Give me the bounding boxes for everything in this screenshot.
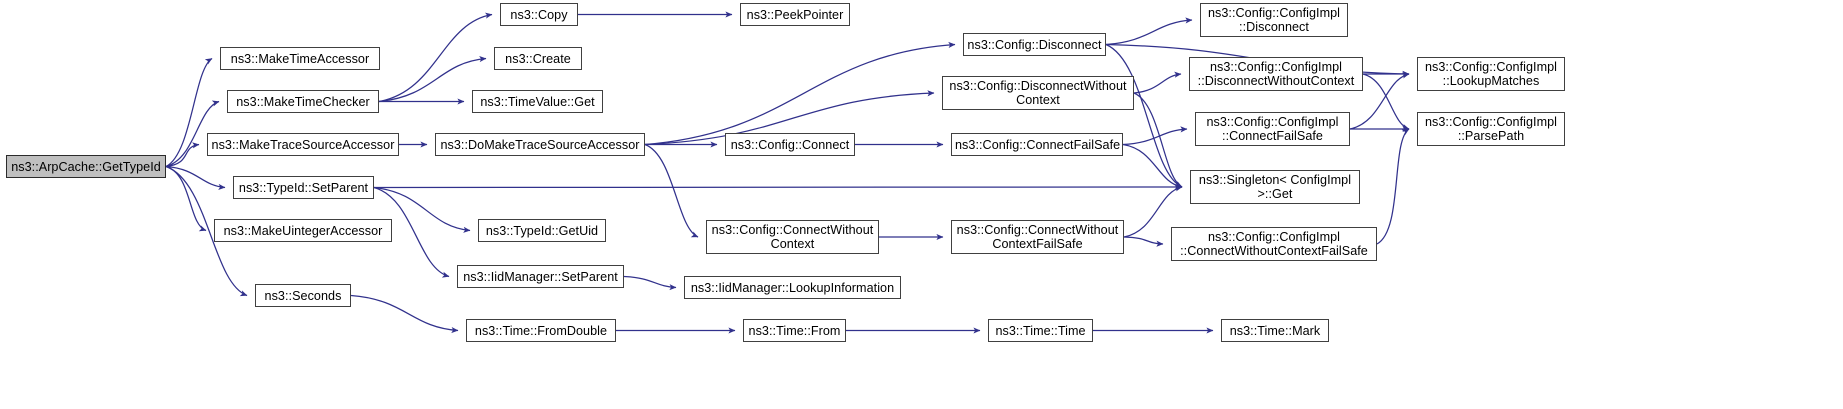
graph-node[interactable]: ns3::Config::ConfigImpl ::Disconnect (1200, 3, 1348, 37)
graph-edge (1105, 17, 1193, 46)
graph-edge (165, 165, 248, 297)
graph-node[interactable]: ns3::Config::ConnectWithout Context (706, 220, 879, 254)
graph-node-label: ns3::Config::Connect (730, 137, 850, 152)
graph-edge (1123, 236, 1164, 247)
graph-edge (1123, 185, 1183, 238)
graph-edge (373, 183, 1183, 191)
graph-node-label: ns3::MakeTraceSourceAccessor (211, 137, 395, 152)
graph-node[interactable]: ns3::Time::FromDouble (466, 319, 616, 342)
graph-node-label: ns3::Copy (510, 7, 568, 22)
graph-node-label: ns3::IidManager::LookupInformation (690, 280, 895, 295)
graph-edge (378, 12, 493, 103)
graph-edge (165, 165, 207, 232)
graph-node[interactable]: ns3::Config::Disconnect (963, 33, 1106, 56)
graph-node-label: ns3::Time::Time (995, 323, 1086, 338)
graph-node-label: ns3::TypeId::SetParent (238, 180, 369, 195)
graph-edge (644, 41, 956, 146)
graph-node-label: ns3::Config::DisconnectWithout Context (949, 79, 1127, 107)
graph-node-label: ns3::Config::ConnectWithout Context (711, 223, 874, 251)
graph-edge (373, 186, 471, 233)
graph-edge (350, 294, 459, 334)
graph-node[interactable]: ns3::Config::ConnectWithout ContextFailS… (951, 220, 1124, 254)
graph-node-label: ns3::Config::ConnectFailSafe (955, 137, 1121, 152)
graph-node-label: ns3::MakeTimeChecker (236, 94, 370, 109)
graph-node-label: ns3::MakeTimeAccessor (230, 51, 370, 66)
graph-node[interactable]: ns3::Copy (500, 3, 578, 26)
graph-node[interactable]: ns3::Config::ConfigImpl ::ConnectWithout… (1171, 227, 1377, 261)
graph-node-label: ns3::Config::ConfigImpl ::ConnectWithout… (1180, 230, 1368, 258)
graph-node[interactable]: ns3::Config::DisconnectWithout Context (942, 76, 1134, 110)
graph-node[interactable]: ns3::ArpCache::GetTypeId (6, 155, 166, 178)
graph-node[interactable]: ns3::MakeTimeAccessor (220, 47, 380, 70)
graph-node-label: ns3::Singleton< ConfigImpl >::Get (1198, 173, 1352, 201)
graph-node[interactable]: ns3::MakeTimeChecker (227, 90, 379, 113)
graph-edge (623, 275, 677, 291)
graph-node[interactable]: ns3::IidManager::LookupInformation (684, 276, 901, 299)
graph-node-label: ns3::Config::Disconnect (967, 37, 1102, 52)
graph-node-label: ns3::Seconds (264, 288, 342, 303)
graph-edge (644, 143, 699, 238)
graph-edge (1133, 71, 1182, 94)
graph-node[interactable]: ns3::Config::ConnectFailSafe (951, 133, 1123, 156)
graph-node[interactable]: ns3::Config::ConfigImpl ::LookupMatches (1417, 57, 1565, 91)
graph-node-label: ns3::Config::ConfigImpl ::DisconnectWith… (1197, 60, 1355, 88)
graph-node-label: ns3::Config::ConfigImpl ::ParsePath (1424, 115, 1558, 143)
graph-edge (165, 57, 213, 168)
graph-edge (378, 56, 487, 103)
graph-node[interactable]: ns3::TypeId::GetUid (478, 219, 606, 242)
graph-node-label: ns3::Config::ConfigImpl ::LookupMatches (1424, 60, 1558, 88)
graph-node-label: ns3::Create (505, 51, 571, 66)
graph-node[interactable]: ns3::Time::Mark (1221, 319, 1329, 342)
graph-node[interactable]: ns3::Config::Connect (725, 133, 855, 156)
graph-node[interactable]: ns3::Config::ConfigImpl ::ParsePath (1417, 112, 1565, 146)
graph-node-label: ns3::IidManager::SetParent (463, 269, 618, 284)
graph-edge (373, 186, 450, 278)
graph-node-label: ns3::TypeId::GetUid (485, 223, 599, 238)
graph-edge (1105, 43, 1183, 188)
graph-node[interactable]: ns3::Config::ConfigImpl ::DisconnectWith… (1189, 57, 1363, 91)
graph-node[interactable]: ns3::PeekPointer (740, 3, 850, 26)
graph-node[interactable]: ns3::Create (494, 47, 582, 70)
graph-node-label: ns3::Config::ConfigImpl ::ConnectFailSaf… (1206, 115, 1339, 143)
graph-node[interactable]: ns3::TypeId::SetParent (233, 176, 374, 199)
graph-node[interactable]: ns3::MakeUintegerAccessor (214, 219, 392, 242)
graph-edge (165, 100, 220, 168)
graph-node-label: ns3::ArpCache::GetTypeId (11, 159, 161, 174)
graph-node[interactable]: ns3::Time::Time (988, 319, 1093, 342)
graph-edge (1133, 92, 1183, 188)
graph-edge (165, 165, 226, 190)
graph-node-label: ns3::Time::FromDouble (474, 323, 608, 338)
graph-node-label: ns3::Time::Mark (1229, 323, 1321, 338)
graph-node-label: ns3::Time::From (748, 323, 841, 338)
graph-node[interactable]: ns3::DoMakeTraceSourceAccessor (435, 133, 645, 156)
graph-node[interactable]: ns3::MakeTraceSourceAccessor (207, 133, 399, 156)
graph-node-label: ns3::PeekPointer (746, 7, 844, 22)
graph-node[interactable]: ns3::Seconds (255, 284, 351, 307)
graph-node[interactable]: ns3::IidManager::SetParent (457, 265, 624, 288)
graph-node[interactable]: ns3::TimeValue::Get (472, 90, 603, 113)
graph-node-label: ns3::MakeUintegerAccessor (223, 223, 383, 238)
graph-edge (1362, 73, 1410, 131)
graph-edge (644, 90, 935, 146)
graph-edge (165, 142, 200, 168)
graph-edge (1122, 126, 1188, 146)
graph-edge (1349, 72, 1410, 130)
graph-node-label: ns3::DoMakeTraceSourceAccessor (440, 137, 640, 152)
graph-node[interactable]: ns3::Config::ConfigImpl ::ConnectFailSaf… (1195, 112, 1350, 146)
graph-node-label: ns3::Config::ConnectWithout ContextFailS… (956, 223, 1119, 251)
graph-node[interactable]: ns3::Time::From (743, 319, 846, 342)
graph-edge (1376, 128, 1410, 245)
graph-edge (1122, 143, 1183, 189)
graph-node[interactable]: ns3::Singleton< ConfigImpl >::Get (1190, 170, 1360, 204)
graph-node-label: ns3::Config::ConfigImpl ::Disconnect (1207, 6, 1341, 34)
graph-node-label: ns3::TimeValue::Get (480, 94, 595, 109)
